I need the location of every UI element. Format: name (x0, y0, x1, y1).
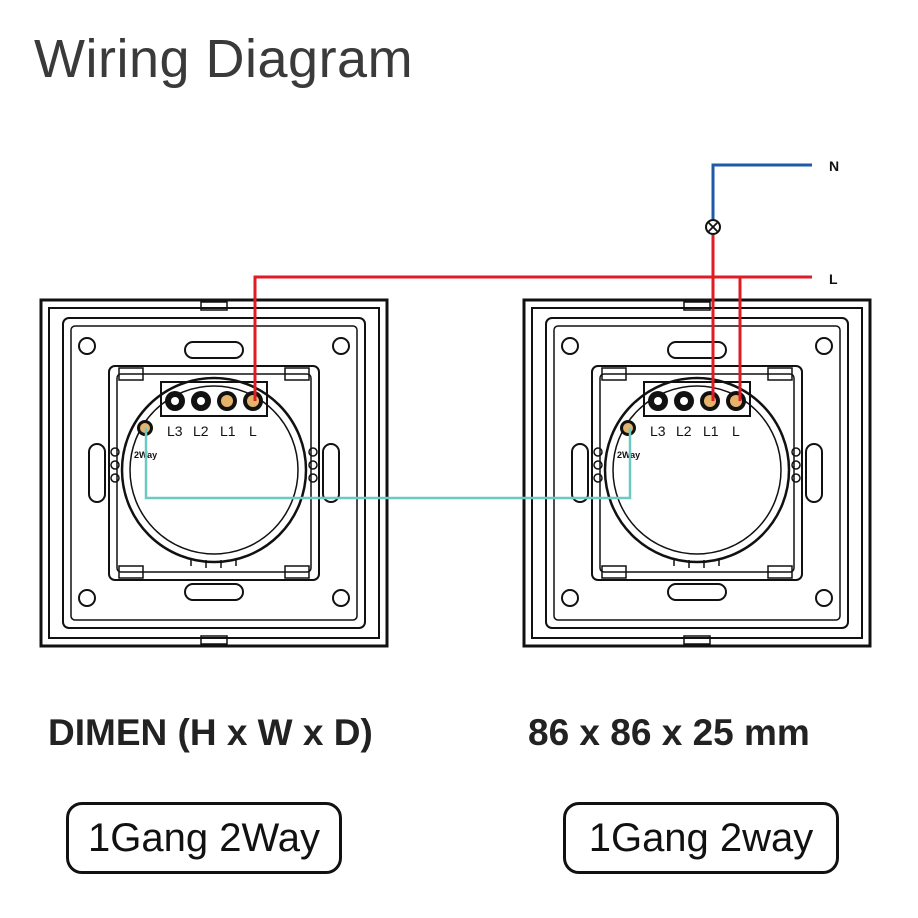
terminal-label: L (249, 423, 257, 439)
aux-terminal-label: 2Way (617, 450, 640, 460)
switch-right (522, 298, 872, 648)
traveler-wire (144, 428, 632, 500)
neutral-label: N (829, 158, 839, 174)
variant-badge-right: 1Gang 2way (563, 802, 839, 874)
page-title: Wiring Diagram (34, 29, 414, 89)
lamp-icon (705, 219, 721, 235)
terminal-label: L1 (220, 423, 236, 439)
terminal-label: L2 (193, 423, 209, 439)
switch-left (39, 298, 389, 648)
terminal-label: L3 (167, 423, 183, 439)
dimension-label: DIMEN (H x W x D) (48, 712, 373, 753)
variant-badge-left: 1Gang 2Way (66, 802, 342, 874)
live-label: L (829, 271, 838, 287)
terminal-label: L (732, 423, 740, 439)
terminal-label: L3 (650, 423, 666, 439)
neutral-wire (711, 163, 812, 219)
live-wire (253, 275, 812, 401)
terminal-label: L2 (676, 423, 692, 439)
terminal-label: L1 (703, 423, 719, 439)
dimension-value: 86 x 86 x 25 mm (528, 712, 810, 753)
